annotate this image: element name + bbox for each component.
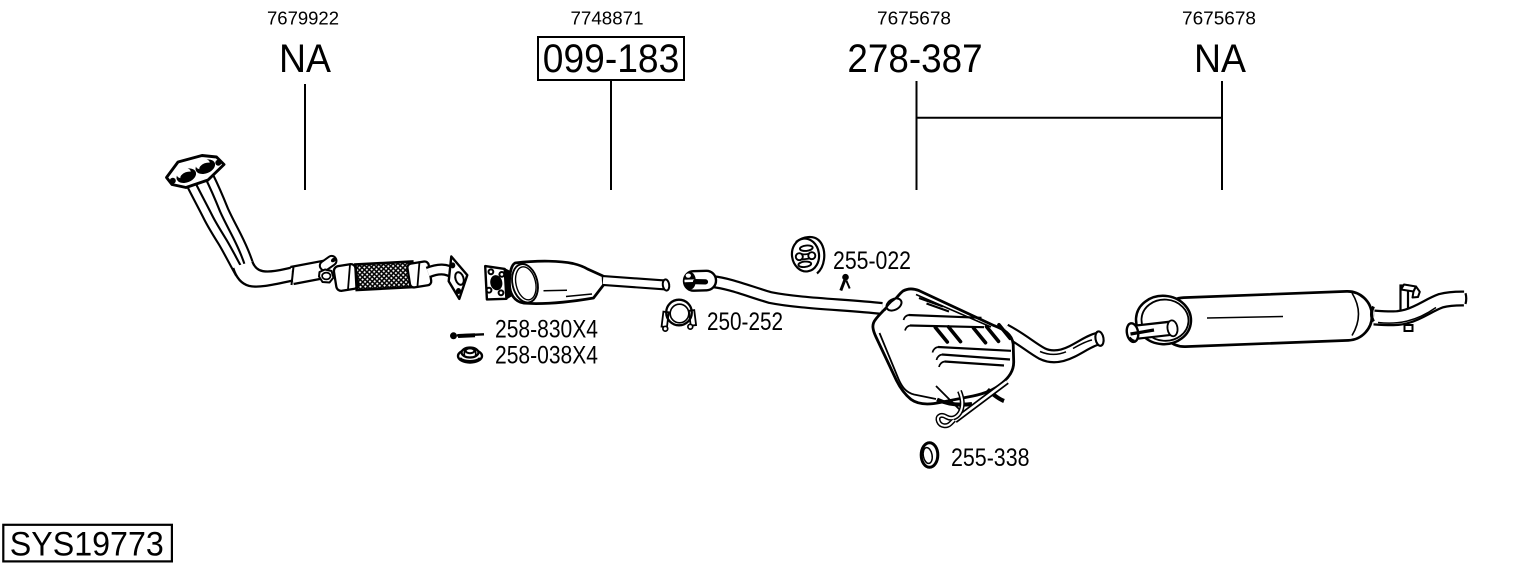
svg-text:7675678: 7675678 xyxy=(1182,9,1256,29)
svg-text:255-022: 255-022 xyxy=(833,247,911,275)
svg-text:099-183: 099-183 xyxy=(543,37,680,81)
svg-text:258-830X4: 258-830X4 xyxy=(495,316,598,344)
svg-text:250-252: 250-252 xyxy=(707,308,783,336)
svg-text:NA: NA xyxy=(279,37,331,81)
svg-text:NA: NA xyxy=(1194,37,1246,81)
svg-text:255-338: 255-338 xyxy=(951,444,1030,472)
svg-text:278-387: 278-387 xyxy=(847,37,982,81)
svg-text:SYS19773: SYS19773 xyxy=(10,526,164,564)
svg-text:7675678: 7675678 xyxy=(877,9,951,29)
svg-text:7679922: 7679922 xyxy=(267,9,339,29)
svg-text:7748871: 7748871 xyxy=(571,9,644,29)
svg-text:258-038X4: 258-038X4 xyxy=(495,342,598,370)
